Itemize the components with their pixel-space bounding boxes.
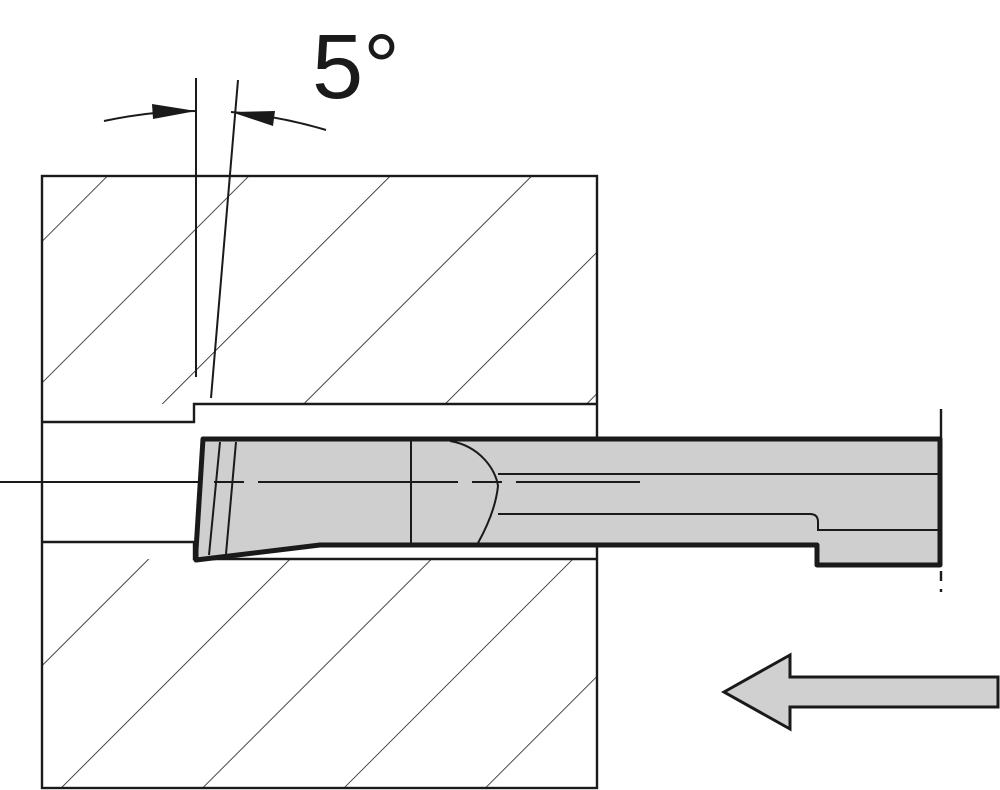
workpiece xyxy=(40,174,599,790)
dimension-arrowhead-left xyxy=(152,104,196,119)
cutting-edge-line-2 xyxy=(225,441,237,555)
extension-line-angled xyxy=(210,79,239,399)
cutting-edge-line-1 xyxy=(208,441,221,556)
workpiece-lower-section xyxy=(42,559,597,789)
feed-direction-arrow xyxy=(720,652,1000,732)
workpiece-upper-section xyxy=(42,176,597,404)
boring-bar-tool xyxy=(193,409,943,592)
dimension-arrowhead-right xyxy=(231,111,275,126)
bore-upper-edge xyxy=(42,402,597,424)
angle-dimension: 5° xyxy=(103,16,400,399)
tool-neck-curve xyxy=(449,440,500,544)
tool-body xyxy=(193,436,943,568)
angle-label: 5° xyxy=(312,16,400,118)
tool-step xyxy=(809,513,940,531)
